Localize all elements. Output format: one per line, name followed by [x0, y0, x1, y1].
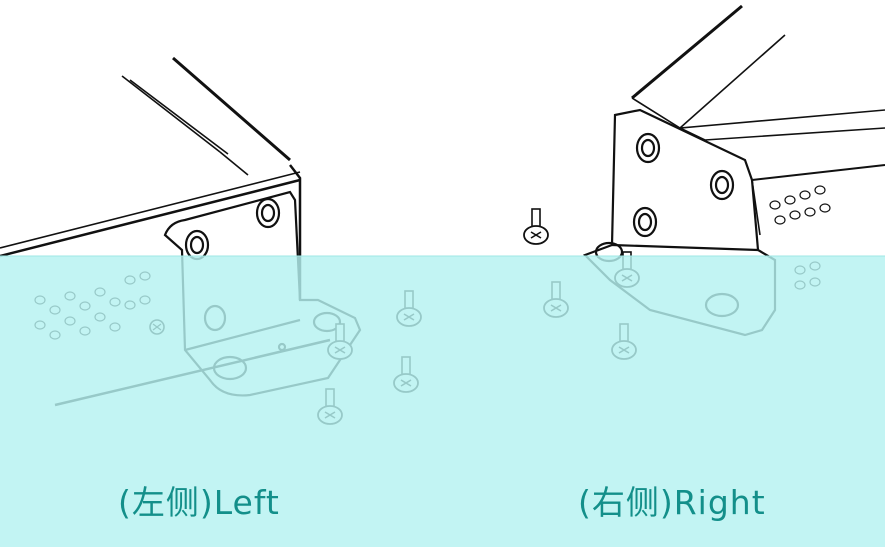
caption-left: (左侧)Left [118, 483, 280, 522]
caption-right: (右侧)Right [578, 483, 766, 522]
highlight-band [0, 256, 885, 547]
screw-icon [523, 208, 549, 245]
